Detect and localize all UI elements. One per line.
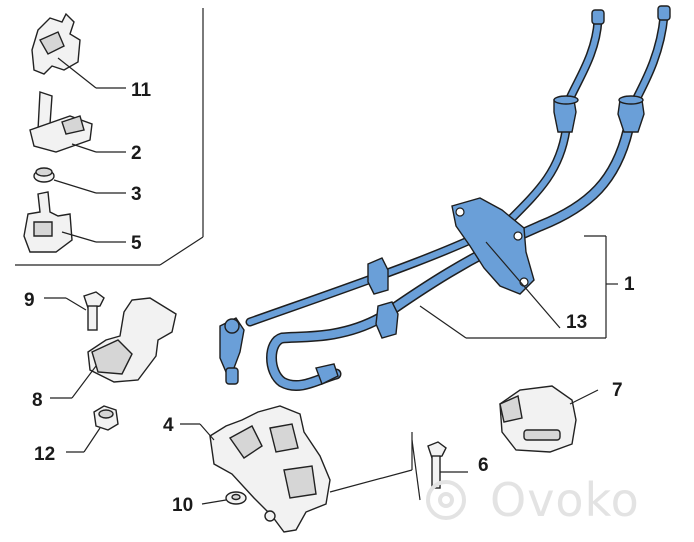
callout-11: 11 [131, 80, 152, 101]
gear-cable-assembly [219, 5, 671, 392]
callout-9: 9 [24, 290, 35, 311]
inset-frame [15, 8, 204, 266]
callout-12: 12 [34, 444, 55, 465]
callout-1: 1 [624, 274, 635, 295]
group-bracket-6 [329, 432, 421, 501]
callout-4: 4 [163, 415, 174, 436]
callout-10: 10 [172, 495, 193, 516]
nut-part-3 [33, 167, 126, 194]
watermark-text: Ovoko [490, 473, 640, 527]
bolt-part-6 [427, 441, 468, 489]
support-part-8 [50, 297, 177, 399]
group-bracket-1 [419, 235, 618, 339]
bracket-part-4 [180, 405, 331, 533]
mount-part-7 [499, 385, 599, 453]
callout-7: 7 [612, 380, 623, 401]
nut-part-12 [66, 405, 119, 453]
bracket-part-5 [23, 191, 126, 253]
callout-2: 2 [131, 143, 142, 164]
callout-3: 3 [131, 184, 142, 205]
bolt-part-9 [44, 291, 105, 331]
callout-13: 13 [566, 312, 587, 333]
washer-part-10 [201, 491, 247, 505]
watermark: Ovoko [426, 473, 640, 527]
bracket-part-2 [29, 91, 126, 153]
callout-5: 5 [131, 233, 142, 254]
callout-6: 6 [478, 455, 489, 476]
callout-8: 8 [32, 390, 43, 411]
clip-part-11 [31, 12, 126, 89]
